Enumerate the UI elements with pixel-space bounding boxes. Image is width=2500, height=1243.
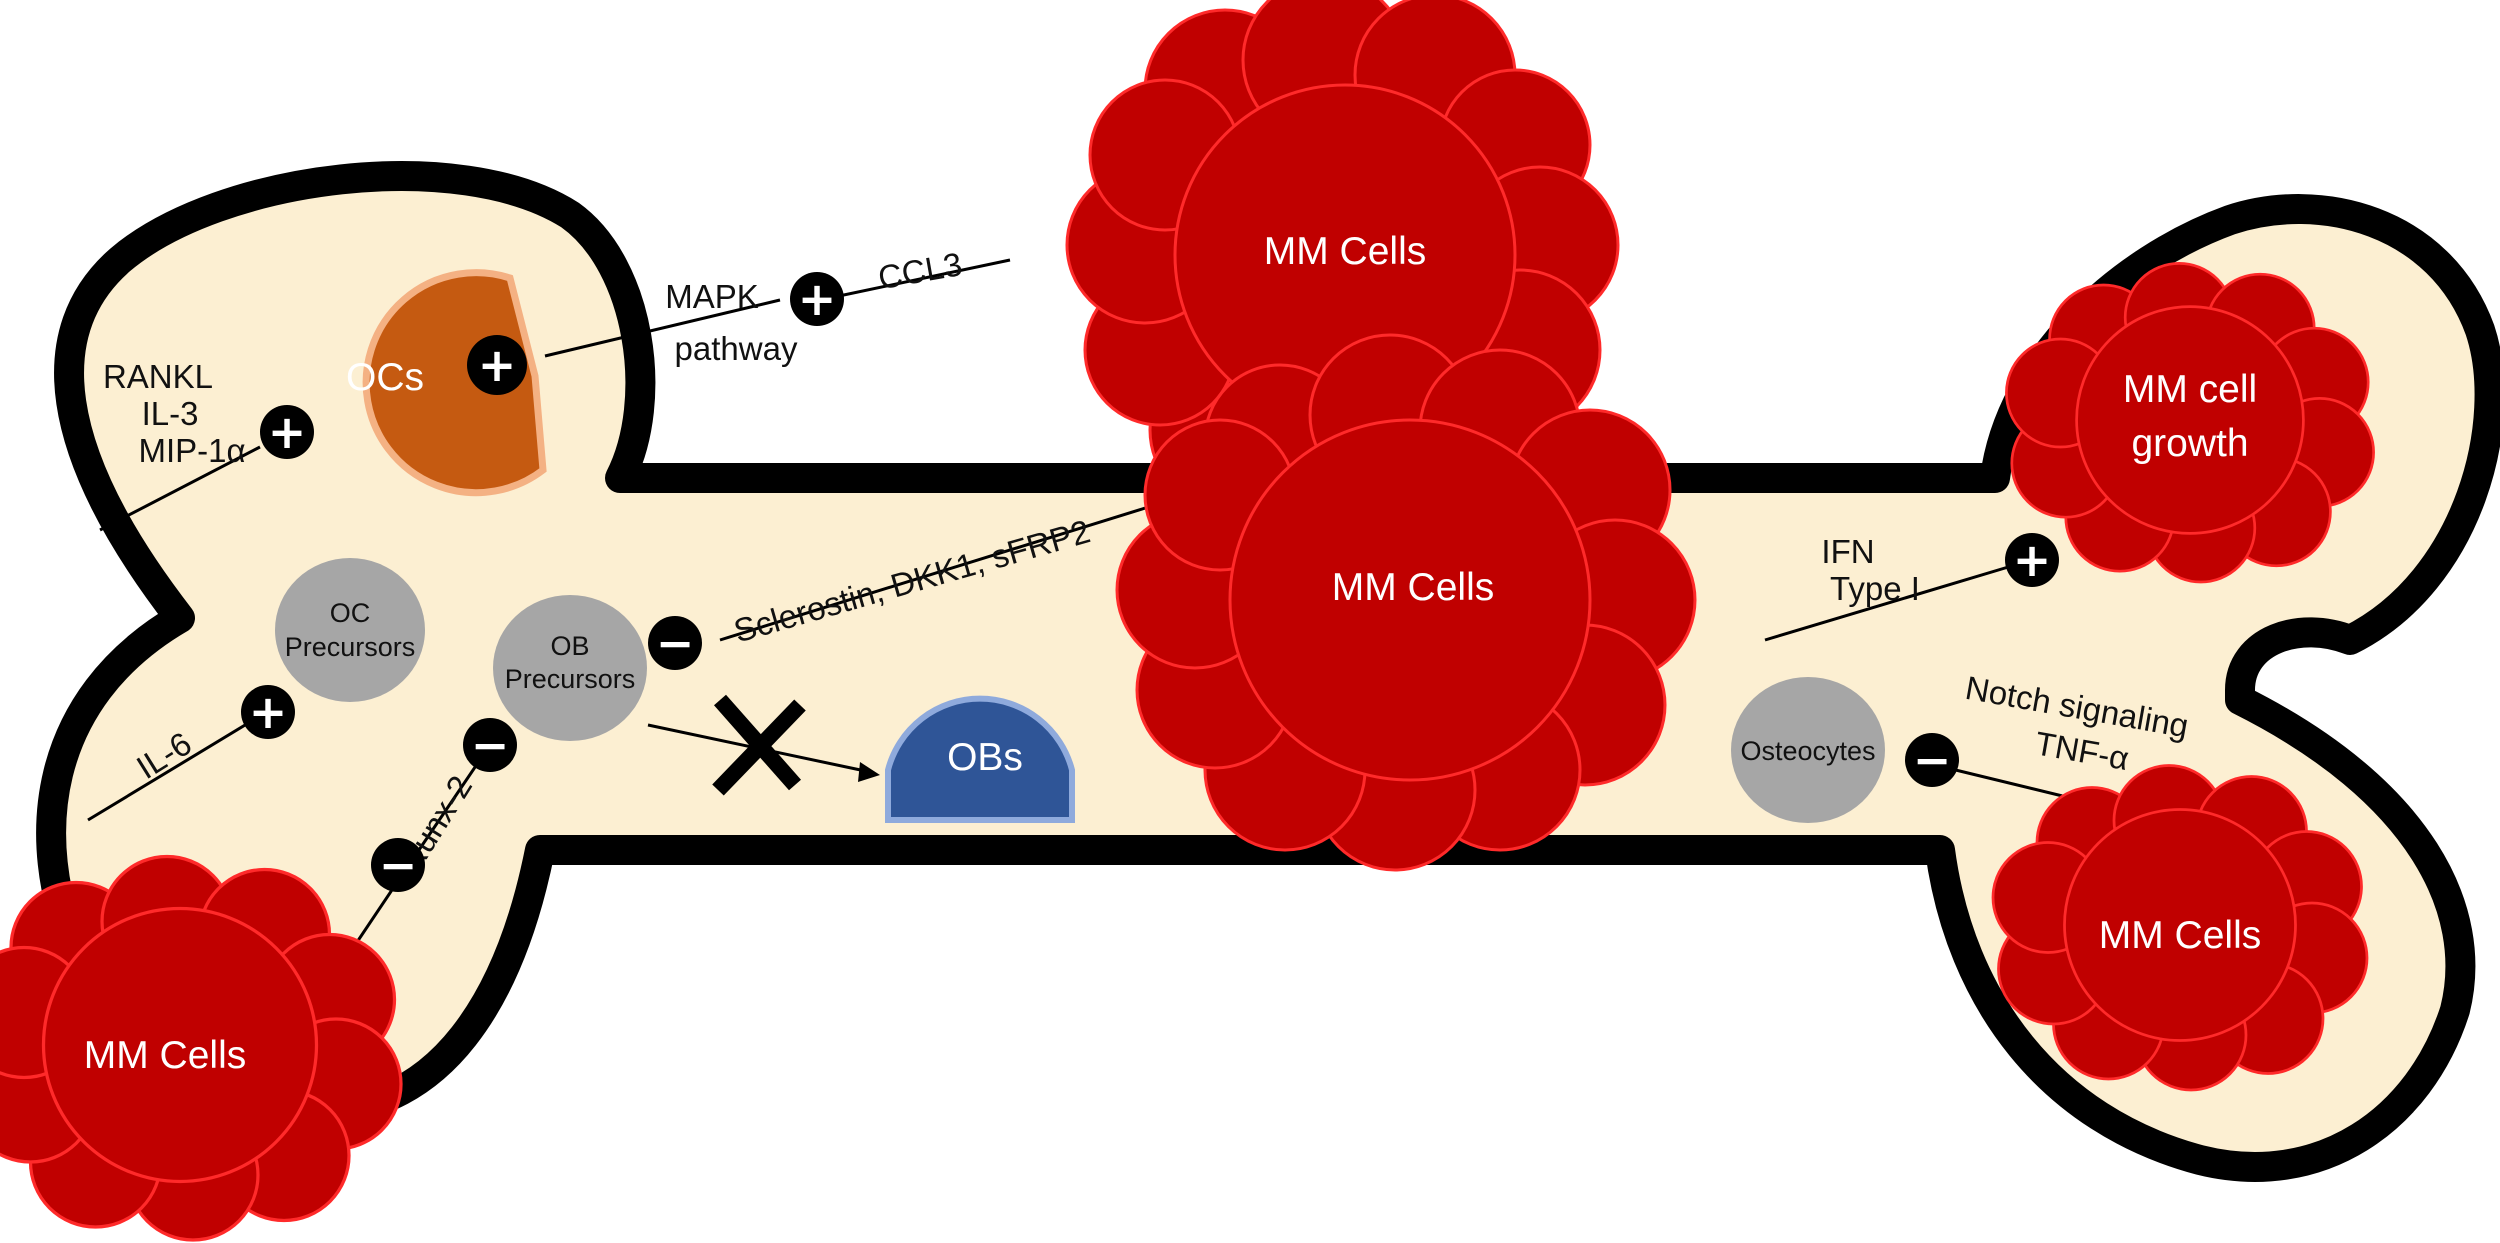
ifn-label-1: IFN (1821, 533, 1874, 570)
oc-precursors-label-2: Precursors (285, 632, 416, 662)
ob-precursors-label-1: OB (550, 631, 589, 661)
node-ifn-plus: + (2005, 533, 2059, 587)
node-rankl-plus: + (260, 405, 314, 459)
line-ifn (1764, 563, 2016, 642)
plus-icon: + (2013, 533, 2052, 587)
mm-cells-left-label: MM Cells (84, 1034, 247, 1077)
node-sclerostin-minus: − (648, 616, 702, 670)
mm-cells-right-label: MM Cells (2099, 914, 2262, 957)
mm-cell-growth: MM cell growth (2005, 262, 2375, 584)
block-x-icon (712, 694, 806, 796)
line-sclerostin (719, 503, 1156, 642)
ocs-label: OCs (346, 356, 424, 399)
oc-precursors: OC Precursors (275, 558, 425, 702)
mip1a-label: MIP-1α (138, 432, 245, 469)
obs-cell: OBs (885, 695, 1075, 823)
rankl-label: RANKL (103, 358, 213, 395)
node-notch-minus: − (1905, 733, 1959, 787)
minus-icon: − (471, 718, 510, 772)
plus-icon: + (478, 338, 517, 392)
node-runx2-minus-upper: − (463, 718, 517, 772)
line-rankl (99, 445, 261, 532)
mm-cell-growth-label-2: growth (2131, 422, 2248, 465)
ccl3-label: CCL3 (875, 245, 965, 296)
minus-icon: − (379, 838, 418, 892)
obs-label: OBs (947, 736, 1023, 779)
line-il6 (87, 711, 266, 822)
il3-label: IL-3 (142, 395, 199, 432)
plus-icon: + (268, 405, 307, 459)
osteocytes-label: Osteocytes (1740, 736, 1875, 766)
ifn-label-2: Type I (1830, 570, 1920, 607)
ob-precursors-label-2: Precursors (505, 664, 636, 694)
plus-icon: + (249, 685, 288, 739)
arrow-head (858, 762, 880, 782)
osteocytes: Osteocytes (1731, 677, 1885, 823)
mm-cells-top-label: MM Cells (1264, 230, 1427, 273)
mapk-label-2: pathway (675, 330, 798, 367)
mapk-label-1: MAPK (665, 278, 759, 315)
line-ccl3 (819, 258, 1011, 302)
minus-icon: − (656, 616, 695, 670)
mm-cells-left: MM Cells (0, 854, 403, 1242)
node-runx2-minus-lower: − (371, 838, 425, 892)
ocs-cell: OCs (346, 269, 547, 497)
line-mapk (544, 298, 781, 358)
mm-cells-top: MM Cells (1065, 0, 1620, 537)
node-il6-plus: + (241, 685, 295, 739)
node-mapk-plus: + (790, 272, 844, 326)
mm-cells-right: MM Cells (1991, 764, 2369, 1092)
ob-precursors: OB Precursors (493, 595, 647, 741)
mm-cell-growth-label-1: MM cell (2123, 368, 2257, 411)
node-ocs-plus: + (467, 335, 527, 395)
oc-precursors-label-1: OC (330, 598, 371, 628)
plus-icon: + (798, 272, 837, 326)
mm-cells-center: MM Cells (1115, 333, 1697, 872)
minus-icon: − (1913, 733, 1952, 787)
mm-cells-center-label: MM Cells (1332, 566, 1495, 609)
